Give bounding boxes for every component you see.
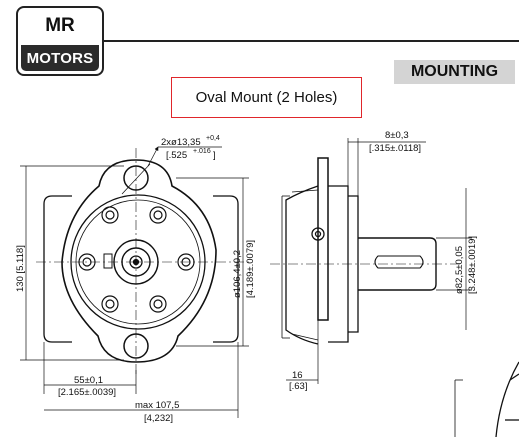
- dim-shaft-mm: ø82,5±0,05: [454, 246, 465, 294]
- front-view: [36, 148, 250, 376]
- front-dimensions: [20, 146, 249, 418]
- dim-hole-in: [.525: [166, 150, 187, 161]
- dim-width-in: [4,232]: [144, 413, 173, 424]
- brand-logo-line1: MR: [45, 15, 75, 36]
- section-title: MOUNTING: [394, 60, 515, 84]
- dim-pilot-mm: ø106,4±0,2: [232, 250, 243, 298]
- dim-shaft-in: [3.248±.0019]: [467, 236, 478, 294]
- dim-flange-mm: 8±0,3: [385, 130, 409, 141]
- dim-offset-mm: 16: [292, 370, 303, 381]
- side-view: [270, 157, 460, 345]
- dim-width-mm: max 107,5: [135, 400, 179, 411]
- dim-hole-in-tol: +.016: [193, 148, 211, 155]
- header-rule: [104, 40, 519, 42]
- dim-center-in: [2.165±.0039]: [58, 387, 116, 398]
- dim-height: 130 [5.118]: [15, 245, 26, 292]
- dim-offset-in: [.63]: [289, 381, 308, 392]
- dim-hole-dia: 2xø13,35: [161, 137, 201, 148]
- dim-pilot-in: [4.189±.0079]: [245, 240, 256, 298]
- partial-view: [454, 361, 519, 437]
- dim-hole-tol: +0,4: [206, 135, 220, 142]
- dim-center-mm: 55±0,1: [74, 375, 103, 386]
- brand-logo-line2: MOTORS: [21, 45, 99, 71]
- side-dimensions: [286, 138, 472, 384]
- dimension-labels: 2xø13,35 +0,4 [.525 +.016 ] 130 [5.118] …: [15, 130, 478, 424]
- brand-logo: MR MOTORS: [16, 6, 104, 76]
- dim-hole-in-close: ]: [213, 150, 216, 161]
- variant-label: Oval Mount (2 Holes): [171, 77, 362, 118]
- dim-flange-in: [.315±.0118]: [369, 143, 421, 154]
